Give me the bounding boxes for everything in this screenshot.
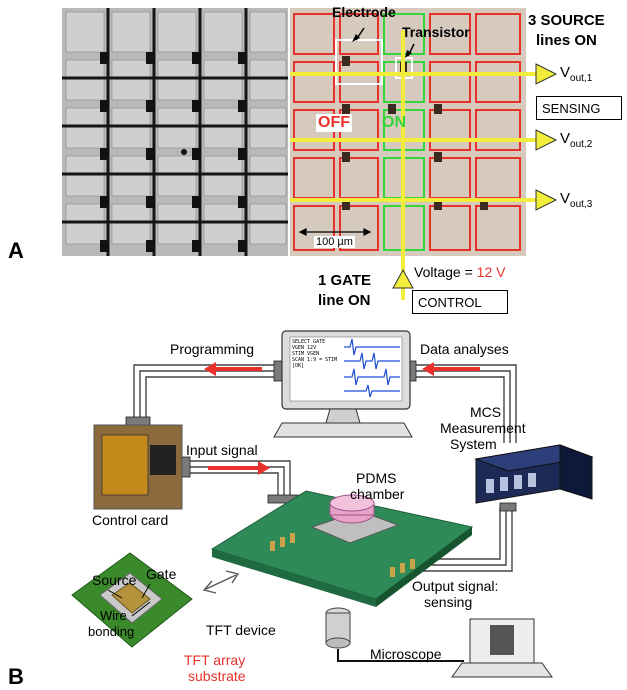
- label-pdms-2: chamber: [350, 486, 405, 502]
- label-wire-bonding-2: bonding: [88, 624, 135, 639]
- label-mcs-1: MCS: [470, 404, 502, 420]
- vout-1-label: Vout,1: [560, 64, 593, 84]
- label-mcs-3: System: [450, 436, 497, 452]
- panel-a-figure: [62, 8, 558, 300]
- label-output-signal-1: Output signal:: [412, 578, 499, 594]
- label-tft-array-1: TFT array: [184, 652, 246, 668]
- pdms-chamber: [310, 494, 400, 544]
- label-tft-device: TFT device: [206, 622, 276, 638]
- monitor-line: VGEN 12V: [292, 345, 317, 351]
- panel-b-figure: [71, 330, 594, 678]
- monitor: [273, 330, 413, 438]
- monitor-line: SCAN 1:9 = STIM: [292, 357, 338, 363]
- panel-a-letter: A: [8, 238, 24, 263]
- gate-line-arrow: [392, 30, 414, 300]
- label-source-lines-2: lines ON: [536, 32, 597, 49]
- label-electrode: Electrode: [332, 4, 396, 20]
- micrograph-left-transistors: [100, 52, 247, 252]
- label-gate-line-1: 1 GATE: [318, 272, 372, 289]
- micrograph-left-cells: [65, 11, 287, 245]
- label-gate-line-2: line ON: [318, 292, 371, 309]
- label-pdms-1: PDMS: [356, 470, 397, 486]
- label-wire-bonding-1: Wire: [100, 608, 127, 623]
- vout-3-label: Vout,3: [560, 190, 593, 210]
- sensing-box: SENSING: [536, 96, 622, 120]
- label-microscope: Microscope: [370, 646, 442, 662]
- source-line-arrows: [290, 63, 558, 211]
- label-source: Source: [92, 572, 137, 588]
- monitor-line: [OK]: [292, 363, 305, 369]
- monitor-signal-traces: [344, 338, 400, 398]
- panel-b-letter: B: [8, 664, 24, 689]
- label-tft-array-2: substrate: [188, 668, 246, 684]
- monitor-line: STIM VGEN: [292, 351, 320, 357]
- micrograph-left-lines: [62, 8, 288, 256]
- label-control-card: Control card: [92, 512, 169, 528]
- label-gate: Gate: [146, 566, 177, 582]
- label-programming: Programming: [170, 341, 255, 357]
- label-transistor: Transistor: [402, 24, 470, 40]
- micrograph-right: [290, 8, 526, 256]
- label-input-signal: Input signal: [186, 442, 258, 458]
- mcs-box: [474, 444, 594, 504]
- label-scale: 100 µm: [314, 236, 355, 248]
- label-on: ON: [382, 114, 406, 131]
- label-off: OFF: [316, 114, 352, 132]
- cable-programming: [133, 364, 276, 423]
- scale-bar: [298, 228, 372, 236]
- monitor-text: SELECT GATE VGEN 12V STIM VGEN SCAN 1:9 …: [292, 339, 337, 369]
- label-output-signal-2: sensing: [424, 594, 473, 610]
- electrode-highlight: [335, 39, 383, 85]
- control-box: CONTROL: [412, 290, 508, 314]
- label-source-lines-1: 3 SOURCE: [528, 12, 605, 29]
- vout-2-label: Vout,2: [560, 130, 593, 150]
- swap-arrow: [202, 570, 240, 594]
- microscope: [325, 607, 464, 662]
- label-pcb: PCB: [114, 652, 148, 669]
- laptop: [451, 618, 553, 678]
- monitor-line: SELECT GATE: [292, 339, 326, 345]
- control-card: [93, 424, 183, 510]
- label-voltage: Voltage = 12 V: [414, 264, 506, 280]
- label-data-analyses: Data analyses: [420, 341, 509, 357]
- label-mcs-2: Measurement: [440, 420, 526, 436]
- main-board: [210, 490, 474, 607]
